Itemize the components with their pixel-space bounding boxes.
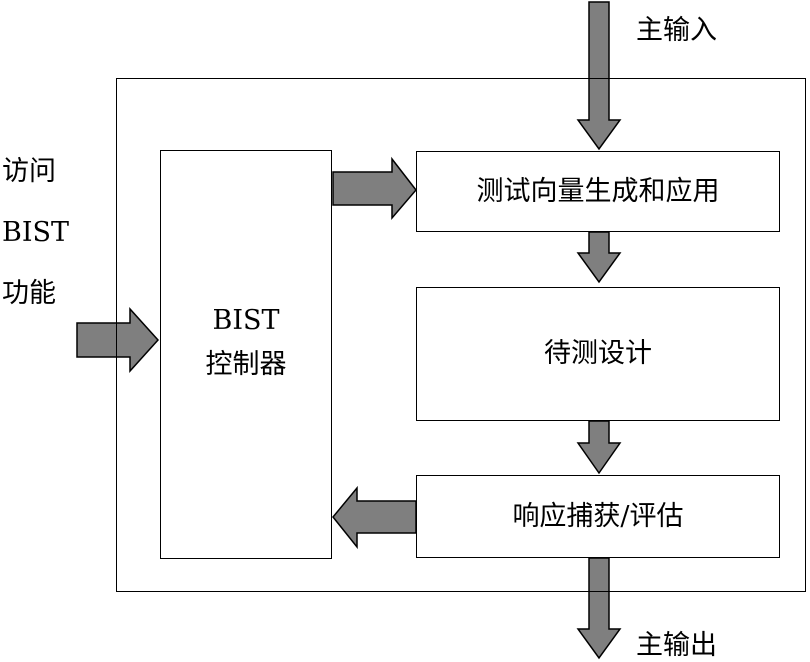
main-output-label: 主输出 — [636, 630, 717, 661]
access-label-line1: 访问 — [2, 156, 56, 187]
access-bist-arrow — [76, 307, 160, 373]
response-to-controller-arrow — [332, 485, 417, 550]
access-label-line3: 功能 — [2, 278, 56, 309]
main-output-arrow — [576, 557, 622, 660]
response-capture-block: 响应捕获/评估 — [416, 475, 780, 558]
response-label: 响应捕获/评估 — [512, 500, 684, 532]
controller-label-line2: 控制器 — [205, 349, 287, 380]
generator-to-dut-arrow — [576, 231, 622, 284]
access-label-line2: BIST — [2, 217, 70, 248]
main-input-arrow — [576, 1, 622, 151]
dut-to-response-arrow — [576, 420, 622, 475]
design-under-test-block: 待测设计 — [416, 287, 780, 421]
controller-label-line1: BIST — [212, 305, 280, 336]
generator-label: 测试向量生成和应用 — [476, 175, 720, 207]
chip-boundary — [116, 78, 806, 592]
bist-controller-block: BIST 控制器 — [160, 150, 332, 559]
dut-label: 待测设计 — [544, 338, 652, 370]
bist-controller-label: BIST 控制器 — [161, 299, 331, 387]
main-input-label: 主输入 — [636, 15, 717, 46]
test-vector-generation-block: 测试向量生成和应用 — [416, 151, 780, 232]
controller-to-generator-arrow — [332, 156, 417, 221]
